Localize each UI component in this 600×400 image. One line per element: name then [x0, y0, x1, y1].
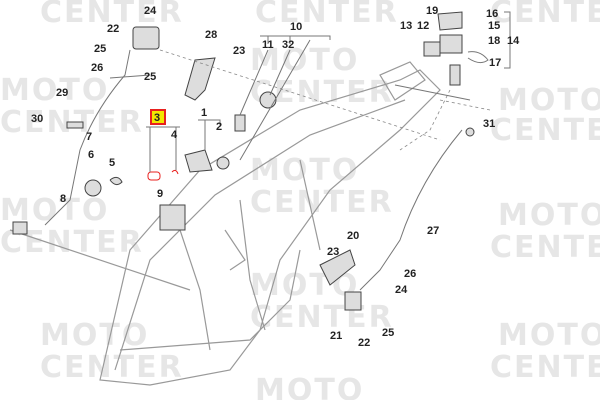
- part-32: [259, 91, 277, 109]
- leader-brackets-element: [239, 39, 311, 161]
- label-29: 29: [56, 87, 68, 99]
- watermarks-element: MOTO: [0, 73, 109, 108]
- label-19: 19: [426, 5, 438, 17]
- watermarks-element: CENTER: [250, 185, 394, 220]
- part-5: [109, 176, 123, 186]
- label-9: 9: [157, 188, 163, 200]
- label-3-highlight-marker: [150, 109, 166, 125]
- label-26: 26: [91, 62, 103, 74]
- leader-brackets: [146, 11, 511, 172]
- parts-element: [44, 49, 131, 226]
- watermarks-element: CENTER: [250, 300, 394, 335]
- label-5: 5: [109, 157, 115, 169]
- label-8: 8: [60, 193, 66, 205]
- label-26: 26: [404, 268, 416, 280]
- parts: [12, 11, 491, 311]
- part-12: [423, 41, 441, 57]
- parts-element: [467, 51, 489, 64]
- part-20-bracket: [319, 249, 356, 286]
- scooter-frame-element: [9, 229, 191, 291]
- scooter-frame-element: [179, 229, 211, 351]
- watermarks-element: MOTO: [250, 43, 359, 78]
- label-7: 7: [86, 131, 92, 143]
- scooter-frame-element: [239, 199, 266, 331]
- label-14: 14: [507, 35, 520, 47]
- scooter-frame-element: [114, 99, 406, 371]
- label-15: 15: [488, 20, 500, 32]
- leader-brackets-element: [260, 35, 331, 44]
- parts-element: [359, 129, 463, 291]
- label-10: 10: [290, 21, 302, 33]
- part-3-highlighted: [147, 171, 161, 181]
- scooter-frame-element: [119, 249, 301, 351]
- label-28: 28: [205, 29, 217, 41]
- part-1-sensor: [184, 149, 213, 173]
- label-2: 2: [216, 121, 222, 133]
- label-31: 31: [483, 118, 495, 130]
- watermarks-element: CENTER: [490, 350, 600, 385]
- label-3: 3: [154, 112, 160, 124]
- label-13: 13: [400, 20, 412, 32]
- scooter-frame-element: [299, 159, 321, 251]
- watermarks-element: MOTO: [40, 318, 149, 353]
- label-11: 11: [262, 39, 274, 51]
- label-20: 20: [347, 230, 359, 242]
- watermarks-element: MOTO: [498, 83, 600, 118]
- part-lock: [449, 64, 461, 86]
- label-4: 4: [171, 129, 178, 141]
- label-32: 32: [282, 39, 294, 51]
- label-24: 24: [144, 5, 157, 17]
- watermarks-element: CENTER: [490, 230, 600, 265]
- label-18: 18: [488, 35, 500, 47]
- watermarks-element: MOTO: [498, 318, 600, 353]
- part-14-switch: [439, 34, 463, 54]
- watermarks-element: CENTER: [490, 0, 600, 30]
- label-27: 27: [427, 225, 439, 237]
- label-16: 16: [486, 8, 498, 20]
- label-30: 30: [31, 113, 43, 125]
- part-9-relay: [159, 204, 186, 231]
- scooter-frame: [9, 61, 441, 386]
- part-28-cover: [184, 57, 216, 101]
- watermarks-element: MOTO: [255, 373, 364, 400]
- parts-element: [109, 74, 471, 101]
- part-22-switch: [132, 26, 160, 50]
- label-25: 25: [382, 327, 394, 339]
- scooter-frame-element: [99, 69, 441, 386]
- scooter-frame-element: [224, 229, 246, 271]
- scooter-frame-element: [379, 61, 426, 101]
- label-24: 24: [395, 284, 408, 296]
- label-25: 25: [94, 43, 106, 55]
- part-11: [234, 114, 246, 132]
- parts-element: [159, 49, 491, 151]
- label-1: 1: [201, 107, 207, 119]
- part-21: [344, 291, 362, 311]
- part-connector: [12, 221, 28, 235]
- leader-brackets-element: [504, 11, 511, 69]
- part-4-highlighted: [171, 169, 179, 175]
- label-23: 23: [233, 45, 245, 57]
- label-23: 23: [327, 246, 339, 258]
- label-21: 21: [330, 330, 342, 342]
- watermarks-element: CENTER: [255, 0, 399, 30]
- leader-brackets-element: [198, 119, 221, 150]
- watermarks-element: CENTER: [40, 0, 184, 30]
- part-labels: 24 22 25 26 28 23 25 10 11 32 1 2 3 4 29…: [31, 5, 520, 349]
- label-12: 12: [417, 20, 429, 32]
- part-2: [216, 156, 230, 170]
- leader-brackets-element: [146, 126, 180, 172]
- watermarks-element: MOTO: [498, 198, 600, 233]
- label-22: 22: [358, 337, 370, 349]
- part-6-horn: [84, 179, 102, 197]
- watermarks-element: CENTER: [490, 113, 600, 148]
- label-6: 6: [88, 149, 94, 161]
- part-31: [465, 127, 475, 137]
- label-25: 25: [144, 71, 156, 83]
- part-15: [437, 11, 463, 31]
- label-17: 17: [489, 57, 501, 69]
- watermarks-element: CENTER: [40, 350, 184, 385]
- label-22: 22: [107, 23, 119, 35]
- part-30-bracket: [66, 121, 84, 129]
